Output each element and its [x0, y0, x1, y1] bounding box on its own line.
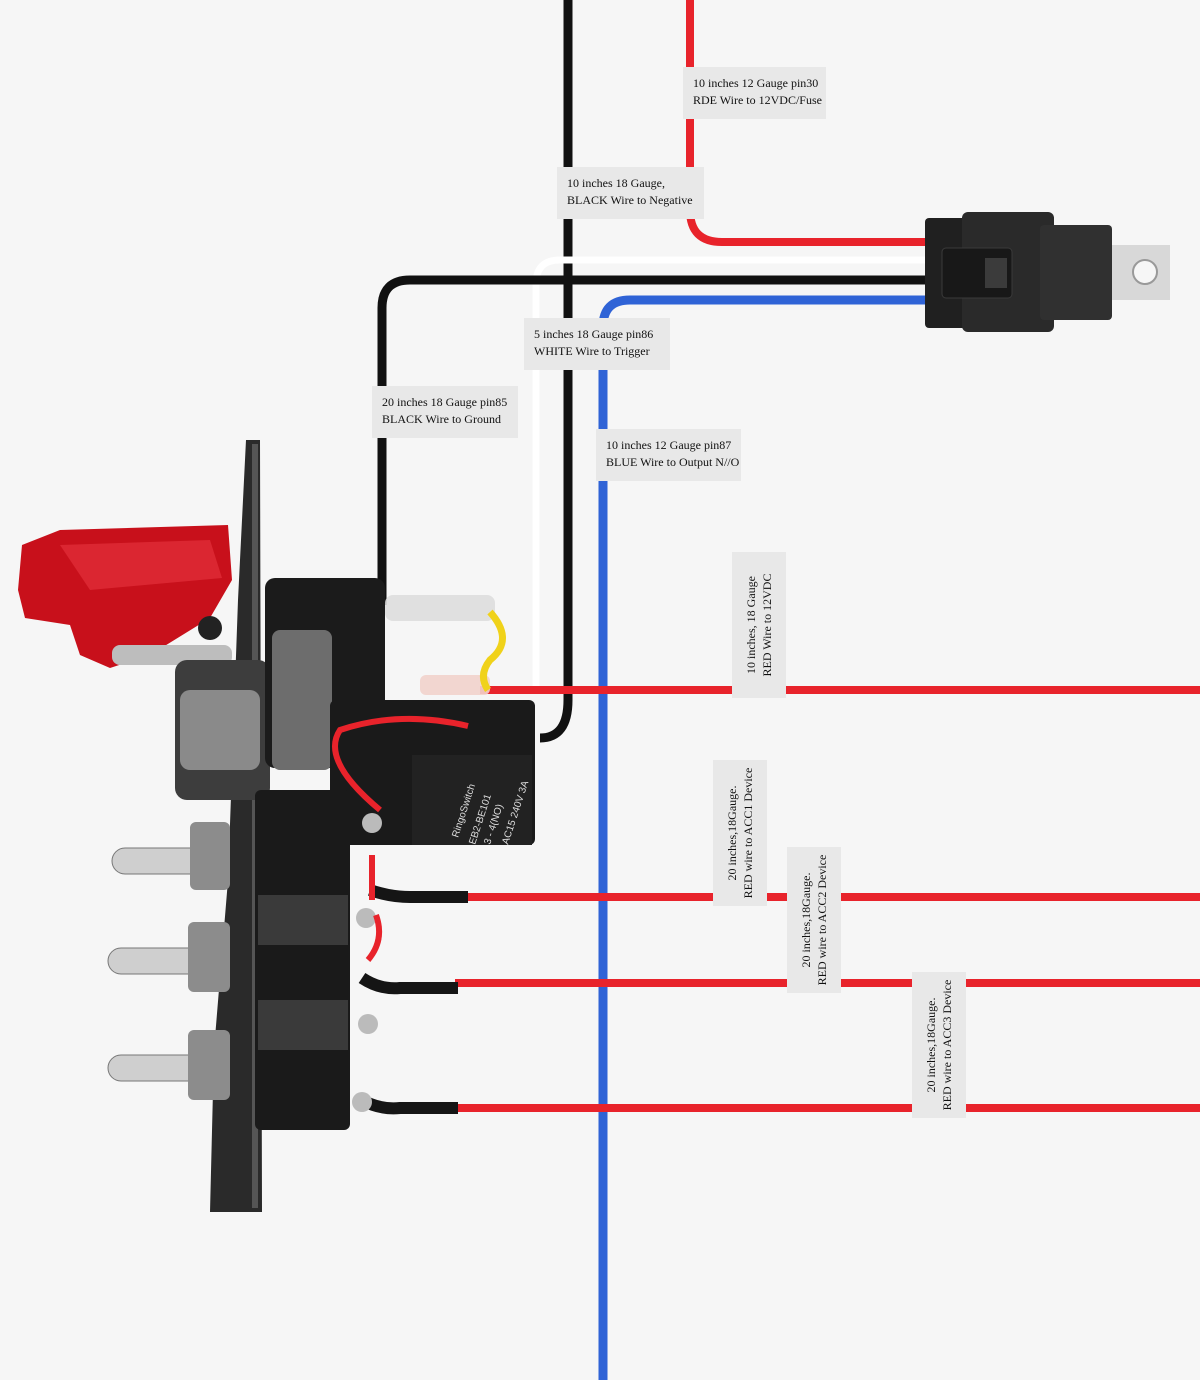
label-pin87: 10 inches 12 Gauge pin87 BLUE Wire to Ou…	[596, 429, 741, 481]
label-acc2: 20 inches,18Gauge. RED wire to ACC2 Devi…	[787, 847, 841, 993]
label-pin85-line1: 20 inches 18 Gauge pin85	[382, 395, 508, 409]
relay-icon	[925, 212, 1170, 332]
label-acc2-line2: RED wire to ACC2 Device	[815, 854, 829, 986]
heatshrink-acc2	[358, 972, 458, 995]
yellow-jumper-wire	[480, 609, 506, 692]
label-acc3-line2: RED wire to ACC3 Device	[940, 979, 954, 1111]
label-pin30-line1: 10 inches 12 Gauge pin30	[693, 76, 819, 90]
red-wire-pin30	[686, 0, 930, 246]
label-pin87-line1: 10 inches 12 Gauge pin87	[606, 438, 732, 452]
label-acc1: 20 inches,18Gauge. RED wire to ACC1 Devi…	[713, 760, 767, 906]
label-pin30-line2: RDE Wire to 12VDC/Fuse	[693, 93, 822, 107]
heatshrink-acc1	[368, 884, 468, 903]
label-pin85-line2: BLACK Wire to Ground	[382, 412, 501, 426]
black-wire-negative	[539, 0, 573, 743]
label-acc2-line1: 20 inches,18Gauge.	[799, 872, 813, 968]
label-12vdc-line2: RED Wire to 12VDC	[760, 573, 774, 677]
label-negative-line1: 10 inches 18 Gauge,	[567, 176, 665, 190]
label-acc3: 20 inches,18Gauge. RED wire to ACC3 Devi…	[912, 972, 966, 1118]
label-negative: 10 inches 18 Gauge, BLACK Wire to Negati…	[557, 167, 704, 219]
label-pin86-line2: WHITE Wire to Trigger	[534, 344, 650, 358]
label-acc1-line2: RED wire to ACC1 Device	[741, 767, 755, 899]
label-pin85: 20 inches 18 Gauge pin85 BLACK Wire to G…	[372, 386, 518, 438]
heatshrink-acc3	[359, 1094, 458, 1115]
label-12vdc-line1: 10 inches, 18 Gauge	[744, 576, 758, 674]
label-negative-line2: BLACK Wire to Negative	[567, 193, 693, 207]
spade-terminal-top	[385, 595, 495, 621]
label-acc3-line1: 20 inches,18Gauge.	[924, 997, 938, 1093]
spade-terminal-bottom	[420, 675, 490, 695]
black-wire-pin85	[377, 275, 930, 605]
label-pin87-line2: BLUE Wire to Output N//O	[606, 455, 740, 469]
red-jumper-wire-2	[365, 855, 383, 962]
label-pin86: 5 inches 18 Gauge pin86 WHITE Wire to Tr…	[524, 318, 670, 370]
red-jumper-wire	[332, 715, 469, 813]
label-acc1-line1: 20 inches,18Gauge.	[725, 785, 739, 881]
safety-cover-icon	[18, 525, 270, 800]
label-pin30: 10 inches 12 Gauge pin30 RDE Wire to 12V…	[683, 67, 826, 119]
toggle-switch-panel-icon	[107, 578, 535, 1130]
label-12vdc: 10 inches, 18 Gauge RED Wire to 12VDC	[732, 552, 786, 698]
label-pin86-line1: 5 inches 18 Gauge pin86	[534, 327, 654, 341]
